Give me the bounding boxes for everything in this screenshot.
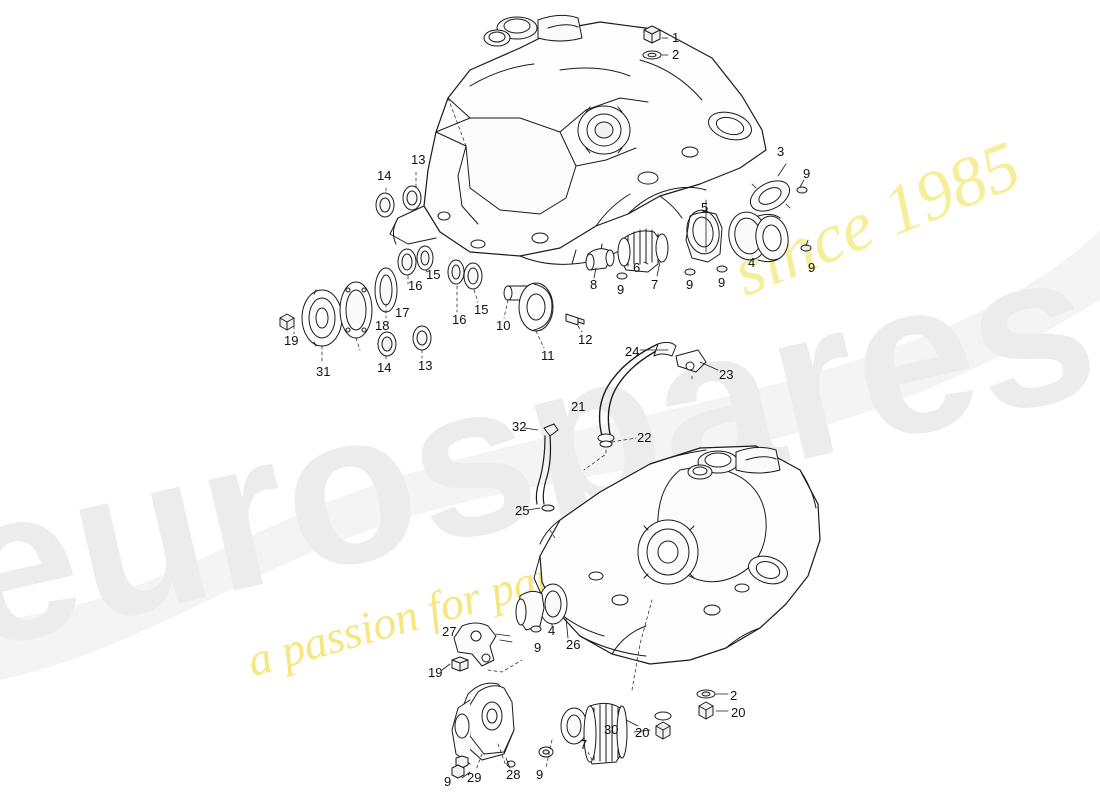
callout-number: 21 <box>571 399 586 414</box>
upper-bolt-group <box>642 25 669 60</box>
callout-number: 7 <box>651 277 659 292</box>
callout-number: 9 <box>686 277 694 292</box>
bracket-27 <box>441 622 513 672</box>
callout-number: 17 <box>395 305 410 320</box>
oil-pump-assembly <box>451 682 516 779</box>
callout-number: 15 <box>426 267 441 282</box>
callout-number: 10 <box>496 318 511 333</box>
dipstick-assembly <box>523 423 559 512</box>
callout-number: 9 <box>536 767 544 782</box>
seal-ring-26-group <box>515 583 569 639</box>
callout-number: 26 <box>566 637 581 652</box>
callout-number: 14 <box>377 360 392 375</box>
callout-number: 18 <box>375 318 390 333</box>
callout-number: 14 <box>377 168 392 183</box>
callout-number: 9 <box>444 774 452 789</box>
callout-number: 9 <box>718 275 726 290</box>
callout-number: 4 <box>748 255 756 270</box>
upper-crankcase-housing <box>389 14 767 265</box>
callout-number: 4 <box>548 623 556 638</box>
callout-number: 7 <box>580 737 588 752</box>
callout-number: 31 <box>316 364 331 379</box>
callout-number: 19 <box>428 665 443 680</box>
cover-plate-3 <box>749 163 812 252</box>
callout-number: 20 <box>635 725 650 740</box>
callout-number: 29 <box>467 770 482 785</box>
callout-number: 27 <box>442 624 457 639</box>
callout-number: 16 <box>452 312 467 327</box>
callout-number: 9 <box>534 640 542 655</box>
callout-number: 24 <box>625 344 640 359</box>
callout-number: 15 <box>474 302 489 317</box>
callout-number: 9 <box>808 260 816 275</box>
callout-number: 2 <box>672 47 680 62</box>
callout-number: 3 <box>777 144 785 159</box>
callout-number: 11 <box>541 348 555 363</box>
callout-number: 6 <box>633 260 641 275</box>
callout-number: 28 <box>506 767 521 782</box>
callout-number: 13 <box>418 358 433 373</box>
callout-number: 1 <box>672 30 680 45</box>
seal-and-housing-group <box>585 199 789 280</box>
callout-number: 32 <box>512 419 527 434</box>
oil-hose-assembly <box>597 341 719 448</box>
callout-number: 5 <box>701 200 709 215</box>
shaft-and-seal-stack <box>279 185 585 357</box>
callout-number: 9 <box>617 282 625 297</box>
lower-crankcase-housing <box>533 445 821 665</box>
callout-number: 25 <box>515 503 530 518</box>
leader-lines <box>293 97 693 771</box>
callout-number: 12 <box>578 332 593 347</box>
callout-number: 23 <box>719 367 734 382</box>
callout-number: 16 <box>408 278 423 293</box>
oil-filter-group <box>538 689 729 765</box>
callout-number: 2 <box>730 688 738 703</box>
callout-number: 13 <box>411 152 426 167</box>
callout-number: 20 <box>731 705 746 720</box>
callout-number: 8 <box>590 277 598 292</box>
callout-number: 19 <box>284 333 299 348</box>
callout-number: 22 <box>637 430 652 445</box>
callout-number: 9 <box>803 166 811 181</box>
callout-number: 30 <box>604 722 619 737</box>
